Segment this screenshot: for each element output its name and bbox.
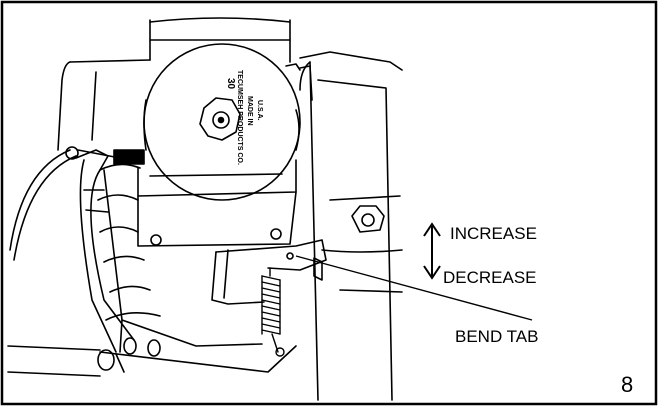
bend-tab — [313, 257, 323, 281]
hex-nut — [351, 205, 385, 233]
decrease-label: DECREASE — [443, 268, 537, 287]
dome-made-in: MADE IN — [246, 96, 253, 126]
bend-tab-label: BEND TAB — [455, 327, 538, 346]
increase-decrease-arrow-icon — [423, 222, 441, 280]
governor-spring-coil — [113, 149, 145, 165]
center-bolt — [199, 97, 241, 141]
adjustment-spring — [261, 267, 285, 357]
dome-number: 30 — [225, 78, 236, 90]
figure-number: 8 — [621, 372, 633, 397]
dome-maker: TECUMSEH PRODUCTS CO. — [236, 70, 243, 165]
bend-tab-leader-line — [295, 255, 533, 321]
dome-markings: 30 TECUMSEH PRODUCTS CO. MADE IN U.S.A. — [225, 70, 263, 165]
increase-label: INCREASE — [450, 224, 537, 243]
dome-country: U.S.A. — [256, 100, 263, 121]
engine-illustration — [7, 17, 403, 401]
